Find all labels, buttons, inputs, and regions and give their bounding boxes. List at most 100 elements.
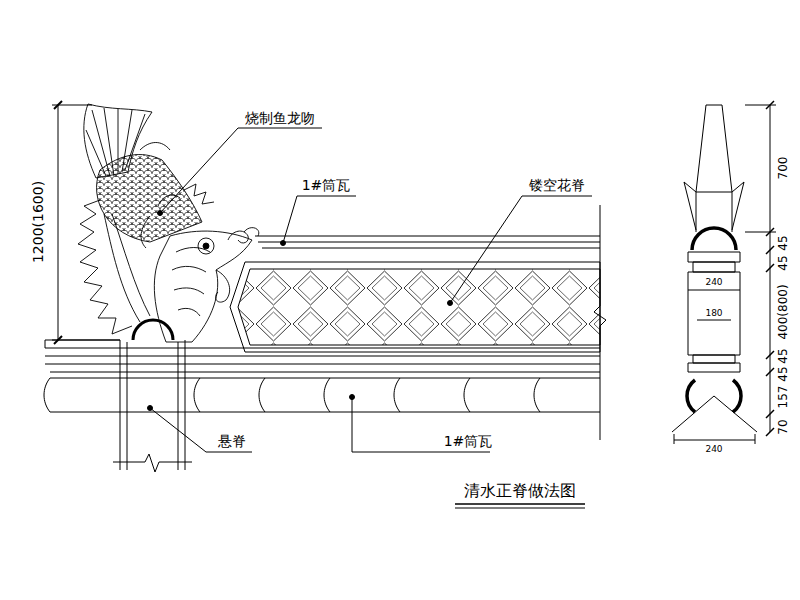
dimension-left (52, 101, 120, 344)
hanging-ridge (133, 320, 173, 340)
ridge-base (45, 348, 600, 349)
dragon-ornament (203, 243, 209, 249)
ridge-cap-tile (255, 236, 600, 237)
dragon-ornament (198, 238, 214, 254)
title-underline (455, 503, 585, 505)
leader-lines (450, 196, 592, 303)
dimension-value: 45 (777, 347, 789, 364)
ridge-base (45, 364, 600, 365)
ridge-section (733, 380, 741, 412)
dimension-value-text: 157 (776, 385, 790, 410)
ridge-base (45, 340, 120, 348)
part-label: 悬脊 (217, 434, 247, 448)
ridge-section (687, 380, 695, 412)
leader-lines (158, 211, 163, 216)
openwork-ridge (230, 262, 600, 352)
dimension-value-text: 180 (704, 308, 723, 318)
ridge-section (693, 262, 735, 272)
dimension-value-text: 1200(1600) (30, 180, 46, 264)
ridge-section (688, 272, 740, 355)
leader-lines (283, 196, 356, 243)
part-label: 1#筒瓦 (301, 178, 352, 192)
dimension-left (54, 101, 62, 109)
ridge-section (674, 434, 675, 444)
ridge-base (50, 378, 600, 379)
dragon-ornament (184, 184, 214, 204)
drawing-title-text: 清水正脊做法图 (463, 481, 577, 500)
hanging-ridge (120, 340, 185, 470)
dragon-ornament (104, 214, 150, 322)
ridge-section (696, 192, 697, 232)
dragon-ornament (154, 231, 252, 342)
part-label: 烧制鱼龙吻 (244, 111, 316, 125)
ridge-section (692, 228, 736, 250)
dimension-left (58, 105, 59, 340)
ridge-section (697, 320, 731, 321)
dimension-value-text: 240 (704, 444, 723, 454)
ridge-cap-tile (258, 242, 600, 243)
ridge-cap-tile (255, 236, 600, 248)
hanging-ridge (113, 320, 192, 472)
openwork-ridge (230, 262, 600, 352)
dimension-value: 400(800) (777, 283, 789, 340)
dimension-value-text: 700 (776, 156, 790, 181)
leader-lines (160, 128, 322, 213)
openwork-ridge (238, 269, 600, 345)
dimension-value: 45 (777, 234, 789, 251)
dimension-value-text: 45 (776, 254, 790, 271)
part-label: 镂空花脊 (528, 178, 586, 192)
dimension-value: 45 (777, 365, 789, 382)
dragon-ornament (228, 228, 259, 243)
dimension-value-text: 70 (776, 418, 790, 435)
ridge-section (688, 290, 740, 291)
dimension-value: 1200(1600) (31, 180, 45, 264)
ridge-section (693, 355, 735, 363)
dimension-value: 240 (704, 445, 723, 454)
ridge-base (44, 378, 50, 412)
hanging-ridge (113, 454, 192, 472)
ridge-section (674, 440, 755, 441)
ridge-section (696, 105, 732, 192)
leader-lines (148, 128, 593, 452)
leader-lines (448, 301, 453, 306)
drawing-title: 清水正脊做法图 (463, 483, 577, 499)
dimension-value: 240 (704, 278, 723, 287)
dragon-ornament (97, 155, 202, 242)
ridge-section (672, 396, 757, 432)
ridge-base (50, 372, 600, 373)
dimension-value-text: 240 (704, 277, 723, 287)
dragon-ornament (216, 270, 230, 302)
part-label-text: 1#筒瓦 (301, 177, 352, 193)
dimension-value: 157 (777, 385, 789, 410)
ridge-section (672, 105, 757, 444)
dimension-value: 70 (777, 418, 789, 435)
dimension-value-text: 45 (776, 365, 790, 382)
ridge-base (50, 412, 600, 413)
dimension-right (745, 101, 776, 436)
dimension-value-text: 45 (776, 347, 790, 364)
ridge-cap-tile (262, 248, 600, 249)
dimension-value: 45 (777, 254, 789, 271)
dimension-value: 700 (777, 156, 789, 181)
dimension-right (745, 105, 776, 232)
ridge-base (194, 378, 540, 412)
leader-lines (148, 406, 153, 411)
title-underline (455, 504, 585, 508)
leader-lines (350, 395, 355, 400)
ridge-section (732, 192, 733, 232)
ridge-section (688, 363, 740, 372)
ridge-section (688, 252, 740, 262)
break-line (594, 205, 606, 440)
part-label-text: 镂空花脊 (528, 177, 586, 193)
dragon-ornament (140, 143, 170, 151)
part-label-text: 1#筒瓦 (443, 433, 494, 449)
ridge-section (755, 434, 756, 444)
hanging-ridge (178, 342, 179, 470)
leader-lines (150, 408, 252, 452)
dimension-value: 180 (704, 309, 723, 318)
dragon-ornament (78, 104, 259, 342)
break-line (594, 205, 606, 440)
dimension-value-text: 400(800) (776, 283, 790, 340)
